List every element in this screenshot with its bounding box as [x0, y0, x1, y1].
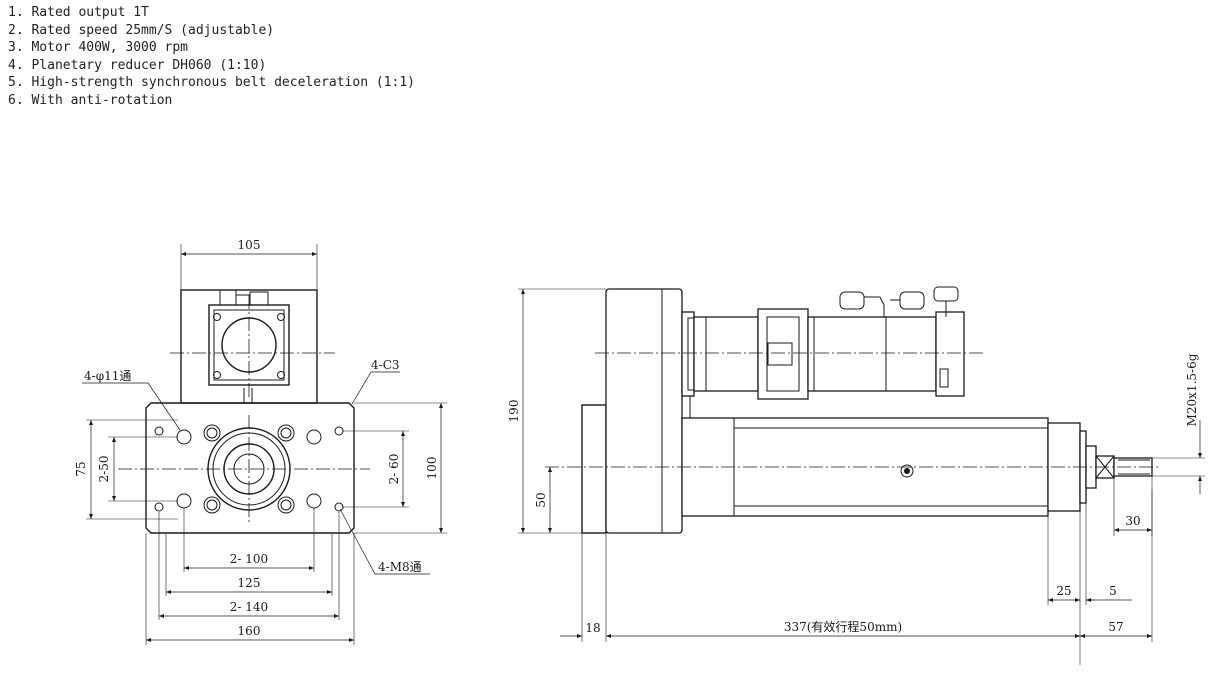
tapped-hole: [154, 502, 164, 512]
through-hole: [306, 493, 322, 509]
spec-item: 1. Rated output 1T: [8, 5, 149, 20]
label-through-holes: 4-φ11通: [84, 369, 131, 383]
dim-57: 57: [1108, 620, 1123, 634]
through-hole: [176, 493, 192, 509]
through-hole: [176, 429, 192, 445]
label-tapped-holes: 4-M8通: [378, 560, 422, 574]
dim-thread: M20x1.5-6g: [1185, 353, 1199, 426]
motor-front-flange: [757, 308, 809, 400]
dim-125: 125: [238, 576, 261, 590]
dim-18: 18: [585, 621, 600, 635]
dim-30: 30: [1125, 514, 1140, 528]
tapped-hole: [334, 426, 344, 436]
dim-2-140: 2- 140: [230, 600, 268, 614]
planetary-reducer: [693, 316, 759, 392]
spec-item: 2. Rated speed 25mm/S (adjustable): [8, 22, 275, 38]
motor-encoder-cover: [935, 311, 965, 397]
spec-item: 4. Planetary reducer DH060 (1:10): [8, 57, 267, 73]
dim-2-60: 2- 60: [387, 454, 401, 485]
servo-motor: [807, 316, 937, 392]
dim-337: 337(有效行程50mm): [784, 619, 902, 634]
dim-160: 160: [238, 624, 261, 638]
spec-item: 3. Motor 400W, 3000 rpm: [8, 40, 189, 56]
dim-5: 5: [1109, 584, 1117, 598]
front-view: 105 4-φ11通 4-C3 4-M8通 75 2-50 2- 60 100 …: [74, 238, 447, 645]
dim-2-50: 2-50: [97, 456, 111, 483]
label-chamfer: 4-C3: [371, 358, 400, 372]
belt-box: [605, 288, 683, 534]
dim-50: 50: [534, 492, 548, 507]
dim-105: 105: [238, 238, 261, 252]
tapped-hole: [334, 502, 344, 512]
tapped-hole: [154, 426, 164, 436]
side-view: 190 50 M20x1.5-6g 30 25 5 18 337(有效行程50m…: [507, 286, 1205, 665]
through-hole: [306, 429, 322, 445]
spec-item: 6. With anti-rotation: [8, 92, 173, 108]
dim-100: 100: [425, 457, 439, 480]
dim-75: 75: [74, 461, 88, 476]
base-plate: [581, 404, 607, 534]
spec-item: 5. High-strength synchronous belt decele…: [8, 75, 415, 91]
spec-list: 1. Rated output 1T 2. Rated speed 25mm/S…: [8, 4, 415, 110]
dim-25: 25: [1056, 584, 1071, 598]
dim-190: 190: [507, 400, 521, 423]
flange-plate: [145, 402, 355, 534]
dim-2-100: 2- 100: [230, 552, 268, 566]
